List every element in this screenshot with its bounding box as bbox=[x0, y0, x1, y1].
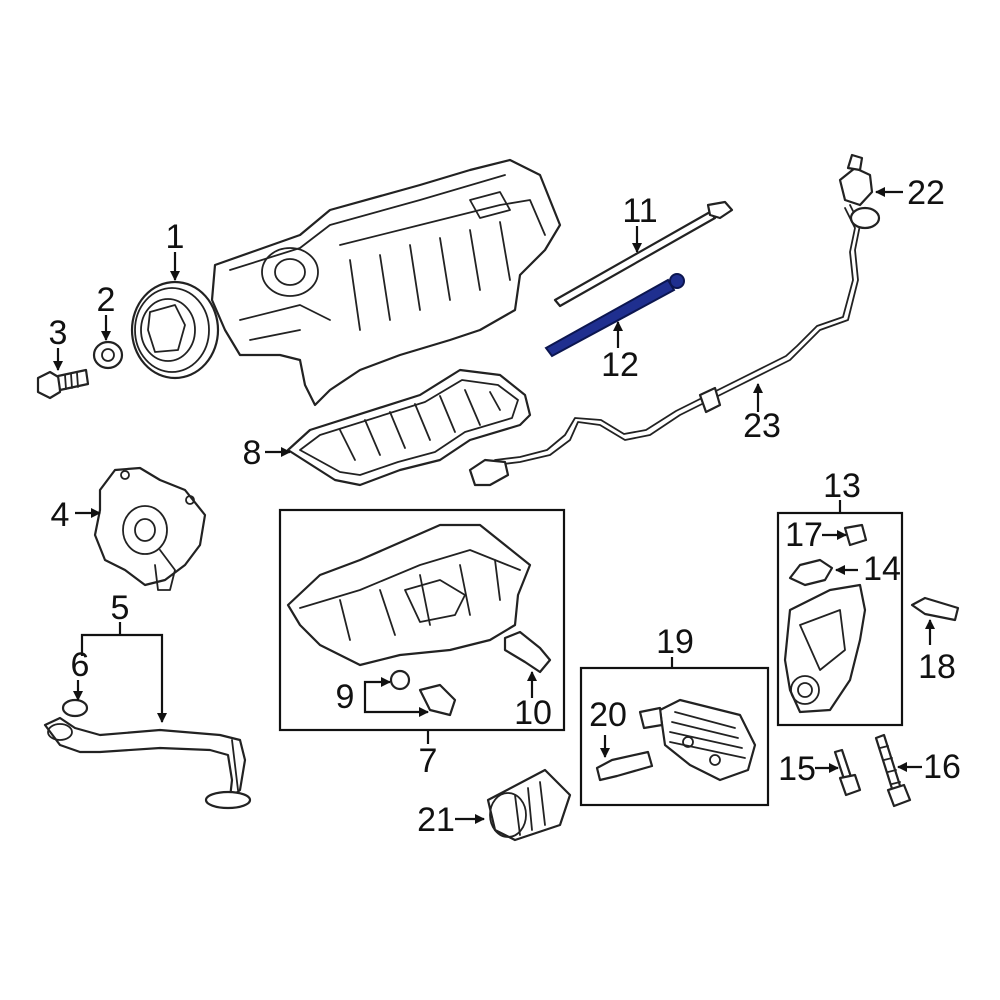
callout-23: 23 bbox=[743, 407, 781, 445]
bolt-16 bbox=[874, 733, 912, 808]
front-cover bbox=[783, 583, 867, 714]
crankshaft-washer bbox=[92, 340, 124, 370]
callout-8: 8 bbox=[243, 434, 262, 472]
cover-seal-cap bbox=[843, 523, 868, 547]
dipstick-tube bbox=[553, 200, 734, 308]
crankshaft-pulley bbox=[130, 280, 220, 380]
callout-1: 1 bbox=[166, 218, 185, 256]
callout-4: 4 bbox=[51, 496, 70, 534]
sensor-harness bbox=[468, 204, 861, 487]
oil-cooler-group-box bbox=[579, 666, 770, 807]
callout-14: 14 bbox=[863, 550, 901, 588]
oil-sensor bbox=[910, 596, 960, 622]
callout-12: 12 bbox=[601, 346, 639, 384]
oil-cooler bbox=[638, 698, 757, 782]
oil-pressure-switch bbox=[838, 153, 881, 230]
callout-21: 21 bbox=[417, 801, 455, 839]
callout-3: 3 bbox=[49, 314, 68, 352]
oil-pan-gasket bbox=[286, 368, 532, 487]
callout-19: 19 bbox=[656, 623, 694, 661]
oil-pump bbox=[93, 466, 207, 591]
callout-15: 15 bbox=[778, 750, 816, 788]
callout-6: 6 bbox=[71, 646, 90, 684]
pickup-o-ring bbox=[61, 698, 89, 718]
drain-plug bbox=[503, 630, 552, 674]
callout-11: 11 bbox=[622, 192, 657, 230]
pulley-bolt bbox=[36, 368, 90, 400]
engine-block bbox=[210, 158, 562, 407]
dipstick bbox=[544, 273, 685, 358]
oil-filter bbox=[486, 768, 572, 842]
bolt-15 bbox=[833, 748, 862, 797]
callout-16: 16 bbox=[923, 748, 961, 786]
callout-lines bbox=[53, 187, 935, 824]
oil-pan bbox=[286, 523, 532, 667]
callout-17: 17 bbox=[785, 516, 823, 554]
drain-plug-gasket bbox=[389, 669, 411, 691]
cover-gasket bbox=[788, 558, 834, 587]
callout-labels: 1 2 3 4 5 6 7 8 9 10 11 12 13 14 15 16 1… bbox=[49, 174, 961, 839]
callout-7: 7 bbox=[419, 742, 438, 780]
callout-2: 2 bbox=[97, 281, 116, 319]
oil-pickup-tube bbox=[43, 716, 252, 810]
callout-22: 22 bbox=[907, 174, 945, 212]
callout-13: 13 bbox=[823, 467, 861, 505]
callout-9: 9 bbox=[336, 678, 355, 716]
callout-20: 20 bbox=[589, 696, 627, 734]
callout-5: 5 bbox=[111, 589, 130, 627]
callout-10: 10 bbox=[514, 694, 552, 732]
pan-bolt bbox=[418, 683, 457, 717]
oil-pan-group-box bbox=[278, 508, 566, 732]
callout-18: 18 bbox=[918, 648, 956, 686]
cooler-bolt bbox=[595, 750, 654, 782]
